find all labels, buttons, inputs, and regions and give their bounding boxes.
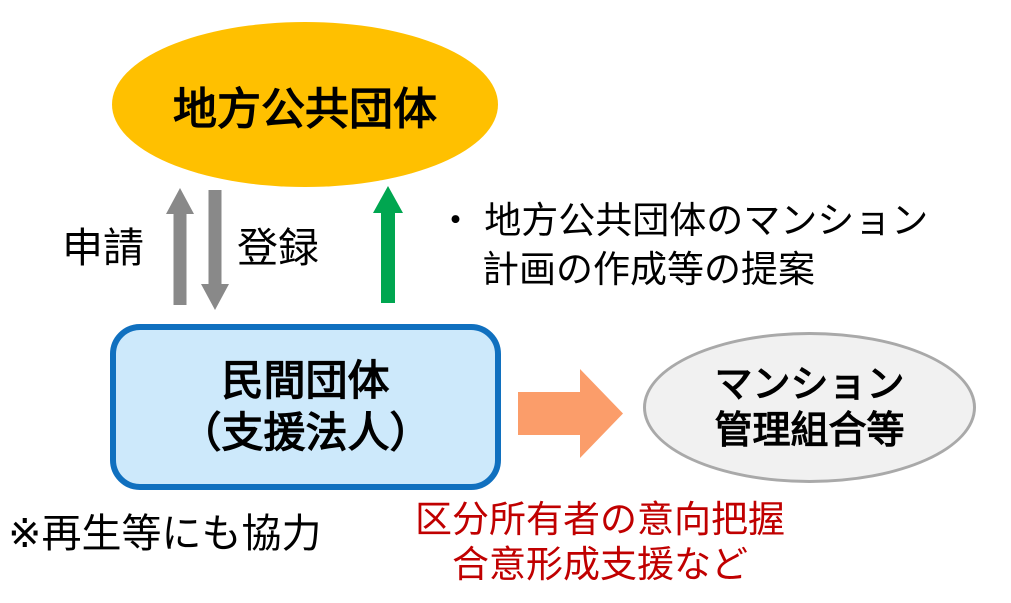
proposal-note-line2: 計画の作成等の提案	[482, 249, 815, 290]
green-up-arrow-shape	[373, 186, 403, 303]
node-management-association-label-line1: マンション	[714, 363, 905, 406]
support-note-line1: 区分所有者の意向把握	[415, 499, 785, 540]
node-local-government: 地方公共団体	[112, 22, 498, 187]
proposal-note-line1: ・ 地方公共団体のマンション	[437, 200, 929, 241]
node-private-organization: 民間団体 （支援法人）	[110, 324, 501, 490]
up-arrow-shape	[166, 188, 194, 305]
green-up-arrow-icon	[373, 186, 403, 303]
regeneration-note: ※再生等にも協力	[8, 512, 322, 556]
proposal-note: ・ 地方公共団体のマンション 計画の作成等の提案	[437, 196, 928, 294]
right-arrow-icon	[518, 369, 623, 458]
application-arrow-label: 申請	[62, 225, 144, 271]
right-arrow-shape	[518, 369, 623, 458]
down-arrow-shape	[201, 190, 229, 310]
node-management-association: マンション 管理組合等	[643, 332, 976, 483]
node-private-organization-label-line2: （支援法人）	[179, 409, 432, 456]
registration-arrow-label: 登録	[237, 225, 319, 271]
support-note-line2: 合意形成支援など	[452, 544, 748, 585]
down-arrow-icon	[201, 190, 229, 310]
node-local-government-label: 地方公共団体	[173, 84, 437, 134]
node-management-association-label-line2: 管理組合等	[714, 409, 905, 452]
support-note: 区分所有者の意向把握 合意形成支援など	[380, 497, 820, 587]
up-arrow-icon	[166, 188, 194, 305]
node-private-organization-label-line1: 民間団体	[221, 357, 390, 404]
